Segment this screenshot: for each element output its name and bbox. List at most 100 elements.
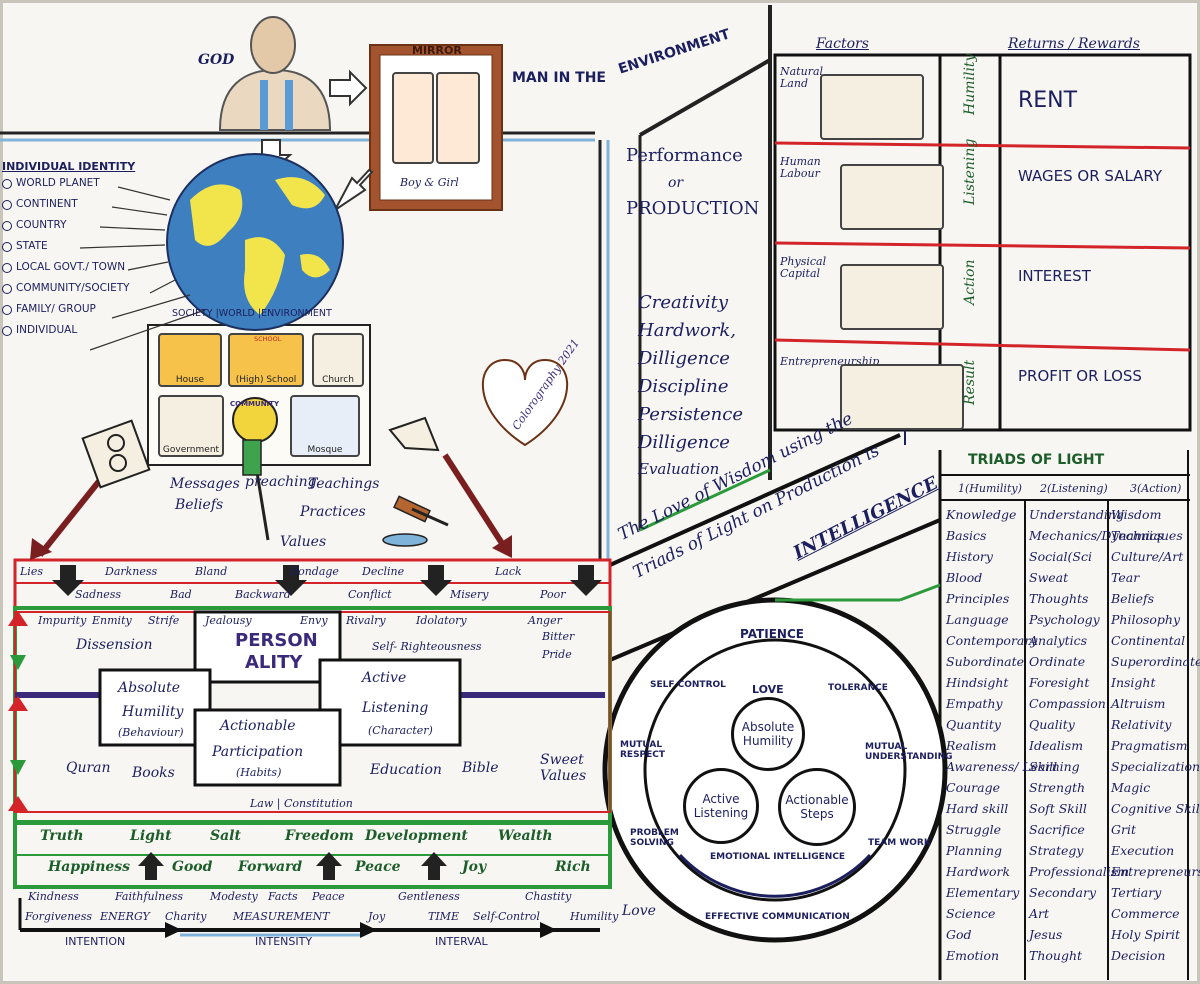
factor-name: Human Labour (780, 155, 821, 180)
church-label: Church (322, 375, 354, 385)
virtue-word: Humility (570, 910, 619, 923)
identity-item: FAMILY/ GROUP (2, 299, 135, 320)
triad-item: Ordinate (1029, 654, 1086, 669)
triad-item: Tertiary (1111, 885, 1162, 900)
triad-item: Art (1029, 906, 1050, 921)
identity-item: STATE (2, 236, 135, 257)
labour-icon (840, 164, 944, 230)
ei-outer-label: PATIENCE (740, 627, 804, 641)
triad-item: Awareness/ Learning (946, 759, 1080, 774)
education: Education (370, 762, 442, 778)
ei-outer-label: EFFECTIVE COMMUNICATION (705, 912, 850, 922)
triad-item: Techniques (1111, 528, 1183, 543)
virtue-word: Peace (312, 890, 345, 903)
virtue-word: Charity (165, 910, 207, 923)
triad-item: Quality (1029, 717, 1075, 732)
factor-name: Entrepreneurship (780, 355, 880, 368)
land-icon (820, 74, 924, 140)
triad-item: Blood (946, 570, 983, 585)
school-icon: (High) School (228, 333, 304, 387)
triad-item: Thoughts (1029, 591, 1089, 606)
identity-heading: INDIVIDUAL IDENTITY (2, 160, 136, 173)
jealousy: Jealousy (205, 614, 252, 627)
virtue-word: Facts (268, 890, 298, 903)
triad-item: Knowledge (946, 507, 1017, 522)
impurity: Impurity (38, 614, 87, 627)
positive-word: Light (130, 828, 172, 844)
performance-item: Evaluation (638, 460, 720, 478)
triad-item: Contemporary (946, 633, 1038, 648)
virtue-label: INTERVAL (435, 935, 488, 948)
community-label: COMMUNITY (230, 400, 280, 408)
performance-item: Dilligence (638, 348, 730, 369)
virtue-label: INTENTION (65, 935, 126, 948)
envy: Envy (300, 614, 328, 627)
triad-item: Idealism (1029, 738, 1084, 753)
identity-item-label: FAMILY/ GROUP (16, 303, 96, 315)
virtue-word: Modesty (210, 890, 258, 903)
government-label: Government (162, 445, 220, 455)
globe-bullet-icon (2, 283, 12, 294)
triad-item: Compassion (1029, 696, 1106, 711)
girl-icon (392, 72, 434, 164)
identity-item: COMMUNITY/SOCIETY (2, 278, 135, 299)
triad-item: Subordinate (946, 654, 1025, 669)
performance-item: Creativity (638, 292, 729, 313)
virtue-label: INTENSITY (255, 935, 313, 948)
triad-item: Courage (946, 780, 1000, 795)
positive-word: Happiness (48, 859, 131, 875)
triad-item: History (946, 549, 993, 564)
triad-item: Quantity (946, 717, 1001, 732)
factor-virtue: Listening (962, 138, 978, 205)
law-constitution: Law | Constitution (250, 797, 353, 810)
virtue-word: Gentleness (398, 890, 460, 903)
triad-item: Analytics (1029, 633, 1088, 648)
humility-1: Absolute (118, 680, 181, 696)
triad-item: Hardwork (946, 864, 1011, 879)
triad-item: Strength (1029, 780, 1086, 795)
performance-1: Performance (626, 145, 743, 166)
triad-item: Jesus (1029, 927, 1063, 942)
positive-word: Peace (355, 859, 401, 875)
strife: Strife (148, 614, 180, 627)
inner-listening: Active Listening (683, 768, 759, 844)
idolatory: Idolatory (416, 614, 467, 627)
triad-head-1: 1(Humility) (958, 482, 1022, 495)
positive-word: Freedom (285, 828, 354, 844)
triad-item: Wisdom (1111, 507, 1162, 522)
triad-item: Foresight (1029, 675, 1090, 690)
triad-item: Planning (946, 843, 1003, 858)
positive-word: Rich (555, 859, 591, 875)
factor-name: Natural Land (780, 65, 824, 90)
identity-item-label: WORLD PLANET (16, 177, 100, 189)
identity-item: COUNTRY (2, 215, 135, 236)
school-sign: SCHOOL (254, 335, 282, 343)
positive-word: Joy (462, 859, 487, 875)
negative-word: Decline (362, 565, 405, 578)
triad-head-3: 3(Action) (1130, 482, 1182, 495)
performance-2: or (668, 175, 684, 191)
positive-word: Wealth (498, 828, 553, 844)
ei-love: LOVE (752, 683, 784, 696)
virtue-word: Faithfulness (115, 890, 184, 903)
triad-item: Continental (1111, 633, 1186, 648)
triad-item: Commerce (1111, 906, 1180, 921)
messages-label: Messages (170, 476, 240, 492)
bible: Bible (462, 760, 499, 776)
triad-item: Magic (1111, 780, 1151, 795)
returns-heading: Returns / Rewards (1008, 36, 1140, 52)
virtue-word: MEASUREMENT (233, 910, 330, 923)
triad-item: Science (946, 906, 996, 921)
negative-word: Misery (450, 588, 489, 601)
globe-bullet-icon (2, 325, 12, 336)
triad-item: Pragmatism (1111, 738, 1188, 753)
performance-item: Hardwork, (638, 320, 737, 341)
house-label: House (175, 375, 205, 385)
ei-outer-label: MUTUAL UNDERSTANDING (865, 742, 953, 762)
performance-item: Dilligence (638, 432, 730, 453)
bitter: Bitter (542, 630, 575, 643)
